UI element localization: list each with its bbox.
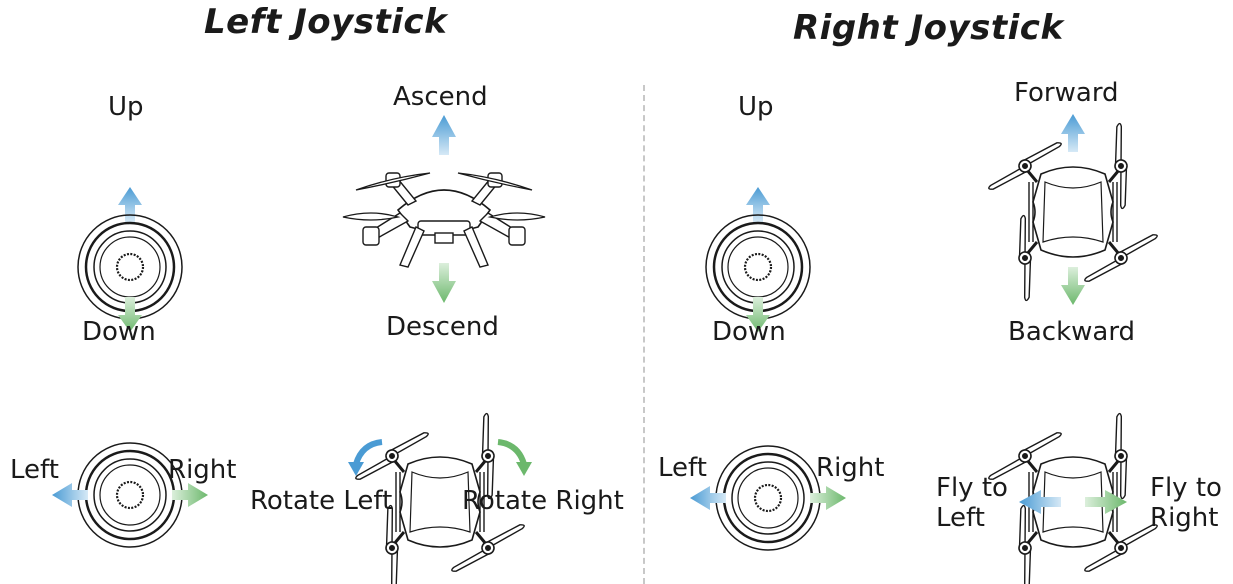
left-joystick-horizontal: [52, 441, 208, 549]
backward-label: Backward: [1008, 317, 1136, 347]
descend-label: Descend: [386, 312, 499, 342]
panel-divider: [643, 85, 645, 584]
arrow-left-icon: [52, 483, 88, 507]
right-joystick-horizontal: [690, 444, 846, 552]
arrow-left-icon: [1019, 490, 1061, 514]
ascend-label: Ascend: [393, 82, 488, 112]
drone-top-icon: [348, 420, 532, 584]
right-joystick-vertical: [704, 187, 812, 332]
forward-label: Forward: [1014, 78, 1119, 108]
drone-side-icon: [342, 115, 546, 303]
rotate-right-label: Rotate Right: [462, 486, 624, 516]
right-joystick-title: Right Joystick: [793, 8, 1064, 48]
arrow-right-icon: [172, 483, 208, 507]
arrow-up-icon: [118, 187, 142, 222]
right-stick-up-label: Up: [738, 92, 774, 122]
arrow-up-icon: [1061, 114, 1085, 152]
arrow-down-icon: [746, 297, 770, 332]
drone-top-icon: [978, 114, 1168, 305]
rotate-left-label: Rotate Left: [250, 486, 393, 516]
left-stick-left-label: Left: [10, 455, 59, 485]
drone-top-icon: [978, 420, 1168, 584]
arrow-down-icon: [432, 263, 456, 303]
fly-right-label: Fly to Right: [1150, 473, 1222, 533]
arrow-down-icon: [118, 297, 142, 332]
arrow-right-icon: [810, 486, 846, 510]
arrow-right-icon: [1085, 490, 1127, 514]
right-stick-left-label: Left: [658, 453, 707, 483]
right-stick-right-label: Right: [816, 453, 885, 483]
left-joystick-title: Left Joystick: [204, 2, 448, 42]
right-stick-down-label: Down: [712, 317, 786, 347]
arrow-up-icon: [432, 115, 456, 155]
rotate-arrow-icon: [497, 439, 527, 465]
arrow-up-icon: [746, 187, 770, 222]
left-stick-down-label: Down: [82, 317, 156, 347]
arrow-left-icon: [690, 486, 726, 510]
left-joystick-vertical: [76, 187, 184, 332]
fly-left-label: Fly to Left: [936, 473, 1008, 533]
arrow-down-icon: [1061, 267, 1085, 305]
rotate-arrow-icon: [353, 439, 383, 465]
left-stick-up-label: Up: [108, 92, 144, 122]
